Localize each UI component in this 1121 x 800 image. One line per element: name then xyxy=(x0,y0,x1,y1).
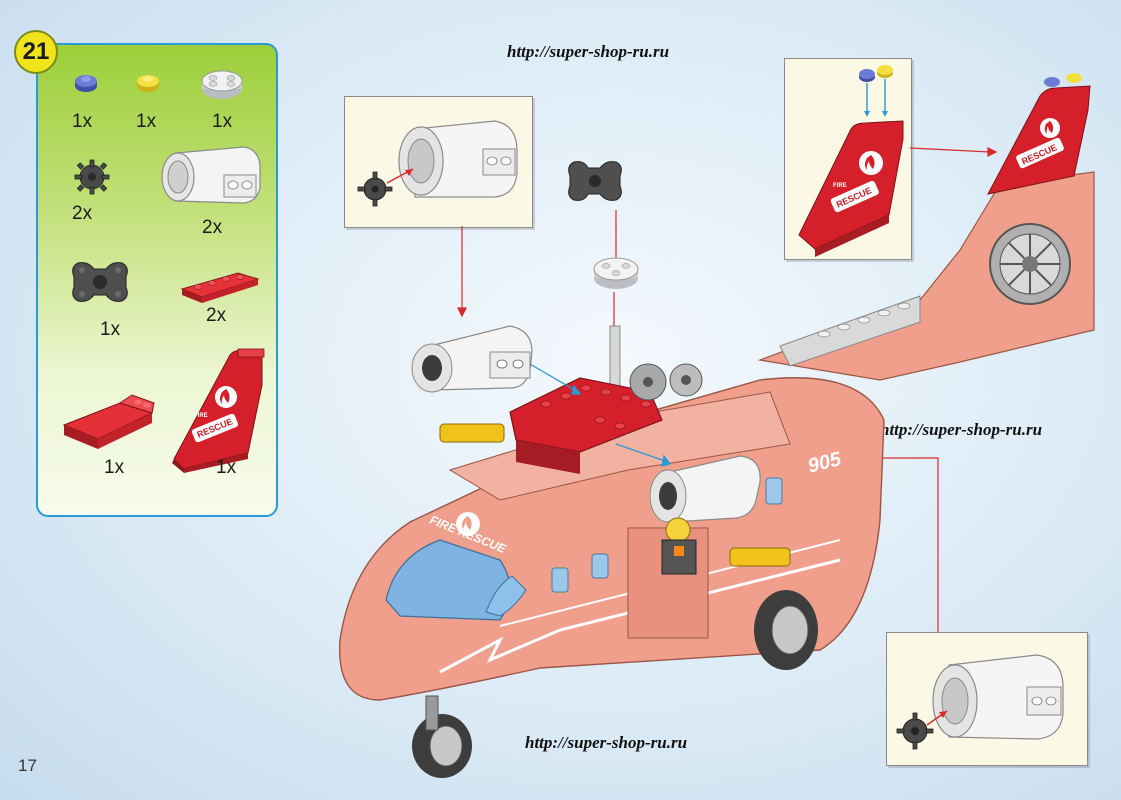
engine-gear-inset xyxy=(344,96,533,228)
parts-list-panel: 1x 1x 1x 2x xyxy=(36,43,278,517)
white-round-plate-2x2-icon xyxy=(201,70,243,99)
gear-cluster-icon xyxy=(629,363,703,401)
step-number-badge: 21 xyxy=(14,30,58,74)
white-engine-cylinder-icon xyxy=(649,455,761,523)
blue-round-plate-1x1-icon xyxy=(75,75,97,92)
part-quantity: 2x xyxy=(202,217,223,238)
landing-wheel-icon xyxy=(412,695,472,778)
engine-gear-inset xyxy=(886,632,1088,766)
watermark-url-right: http://super-shop-ru.ru xyxy=(880,420,1043,439)
page-number: 17 xyxy=(18,756,37,775)
landing-wheel-icon xyxy=(754,590,818,670)
tail-fin-assembly-diagram: FIRE RESCUE xyxy=(798,65,904,257)
fire-decal-text: FIRE xyxy=(194,413,208,419)
part-quantity: 1x xyxy=(212,111,233,132)
engine-gear-assembly-diagram xyxy=(896,654,1064,750)
engine-gear-assembly-diagram xyxy=(357,120,518,207)
part-quantity: 1x xyxy=(72,111,93,132)
black-gear-icon xyxy=(896,712,934,750)
black-rotor-hub-plate-icon xyxy=(568,161,622,201)
black-gear-icon xyxy=(357,171,393,207)
white-engine-cylinder-icon xyxy=(411,325,533,393)
black-gear-icon xyxy=(74,159,110,195)
tail-rotor-icon xyxy=(989,223,1071,305)
part-quantity: 2x xyxy=(72,203,93,224)
white-round-plate-2x2-icon xyxy=(593,257,639,289)
part-quantity: 2x xyxy=(206,305,227,326)
watermark-url-top: http://super-shop-ru.ru xyxy=(507,42,670,61)
yellow-round-plate-1x1-icon xyxy=(137,75,159,92)
part-quantity: 1x xyxy=(100,319,121,340)
red-slope-brick-icon xyxy=(62,394,155,449)
part-quantity: 1x xyxy=(136,111,157,132)
tail-fin-inset: FIRE RESCUE xyxy=(784,58,912,260)
watermark-url-bottom: http://super-shop-ru.ru xyxy=(525,733,688,752)
part-quantity: 1x xyxy=(216,457,237,478)
white-engine-cylinder-icon xyxy=(161,146,261,204)
fire-decal-text: FIRE xyxy=(833,183,847,189)
red-plate-1x4-icon xyxy=(180,272,260,303)
red-tail-fin-icon: FIRE RESCUE xyxy=(172,348,265,473)
black-rotor-hub-plate-icon xyxy=(72,262,128,302)
part-quantity: 1x xyxy=(104,457,125,478)
